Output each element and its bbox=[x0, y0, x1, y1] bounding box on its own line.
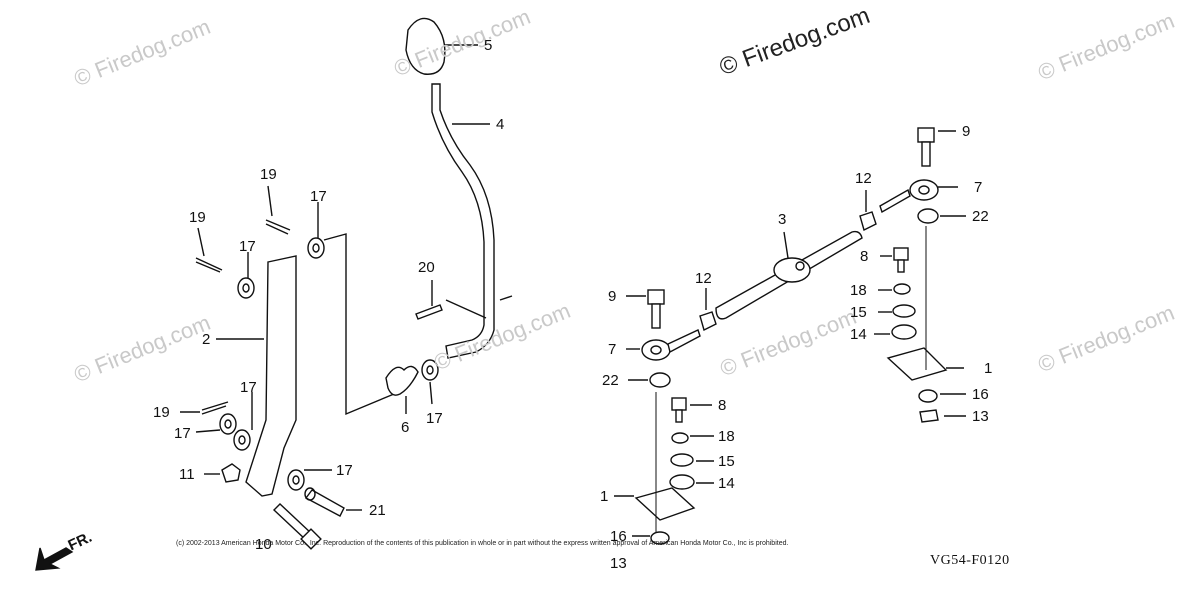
callout-10: 10 bbox=[255, 536, 272, 553]
callout-1: 1 bbox=[984, 360, 993, 377]
callout-18: 18 bbox=[718, 428, 735, 445]
callout-13: 13 bbox=[610, 555, 627, 572]
callout-5: 5 bbox=[484, 37, 493, 54]
callout-14: 14 bbox=[850, 326, 867, 343]
callout-18: 18 bbox=[850, 282, 867, 299]
callout-17: 17 bbox=[426, 410, 443, 427]
callout-15: 15 bbox=[850, 304, 867, 321]
spring-part bbox=[385, 365, 419, 396]
callout-14: 14 bbox=[718, 475, 735, 492]
callout-22: 22 bbox=[972, 208, 989, 225]
shift-lever-part bbox=[431, 83, 495, 359]
callout-1: 1 bbox=[600, 488, 609, 505]
callout-12: 12 bbox=[855, 170, 872, 187]
diagram-code: VG54-F0120 bbox=[930, 553, 1010, 568]
clevis-pin-part bbox=[304, 489, 345, 517]
callout-6: 6 bbox=[401, 419, 410, 436]
callout-8: 8 bbox=[860, 248, 869, 265]
callout-19: 19 bbox=[153, 404, 170, 421]
callout-17: 17 bbox=[310, 188, 327, 205]
callout-12: 12 bbox=[695, 270, 712, 287]
callout-16: 16 bbox=[972, 386, 989, 403]
callout-17: 17 bbox=[239, 238, 256, 255]
callout-7: 7 bbox=[974, 179, 983, 196]
callout-19: 19 bbox=[189, 209, 206, 226]
callout-20: 20 bbox=[418, 259, 435, 276]
callout-19: 19 bbox=[260, 166, 277, 183]
plate-part bbox=[634, 487, 696, 521]
callout-21: 21 bbox=[369, 502, 386, 519]
callout-2: 2 bbox=[202, 331, 211, 348]
callout-22: 22 bbox=[602, 372, 619, 389]
callout-13: 13 bbox=[972, 408, 989, 425]
callout-4: 4 bbox=[496, 116, 505, 133]
callout-8: 8 bbox=[718, 397, 727, 414]
copyright-notice: (c) 2002-2013 American Honda Motor Co., … bbox=[176, 540, 789, 547]
callout-9: 9 bbox=[962, 123, 971, 140]
arm-part bbox=[245, 255, 297, 497]
callout-11: 11 bbox=[179, 466, 195, 483]
callout-17: 17 bbox=[336, 462, 353, 479]
callout-7: 7 bbox=[608, 341, 617, 358]
knob-part bbox=[405, 17, 446, 75]
front-arrow-icon bbox=[35, 547, 74, 571]
callout-17: 17 bbox=[240, 379, 257, 396]
callout-16: 16 bbox=[610, 528, 627, 545]
callout-15: 15 bbox=[718, 453, 735, 470]
callout-9: 9 bbox=[608, 288, 617, 305]
callout-17: 17 bbox=[174, 425, 191, 442]
callout-3: 3 bbox=[778, 211, 787, 228]
